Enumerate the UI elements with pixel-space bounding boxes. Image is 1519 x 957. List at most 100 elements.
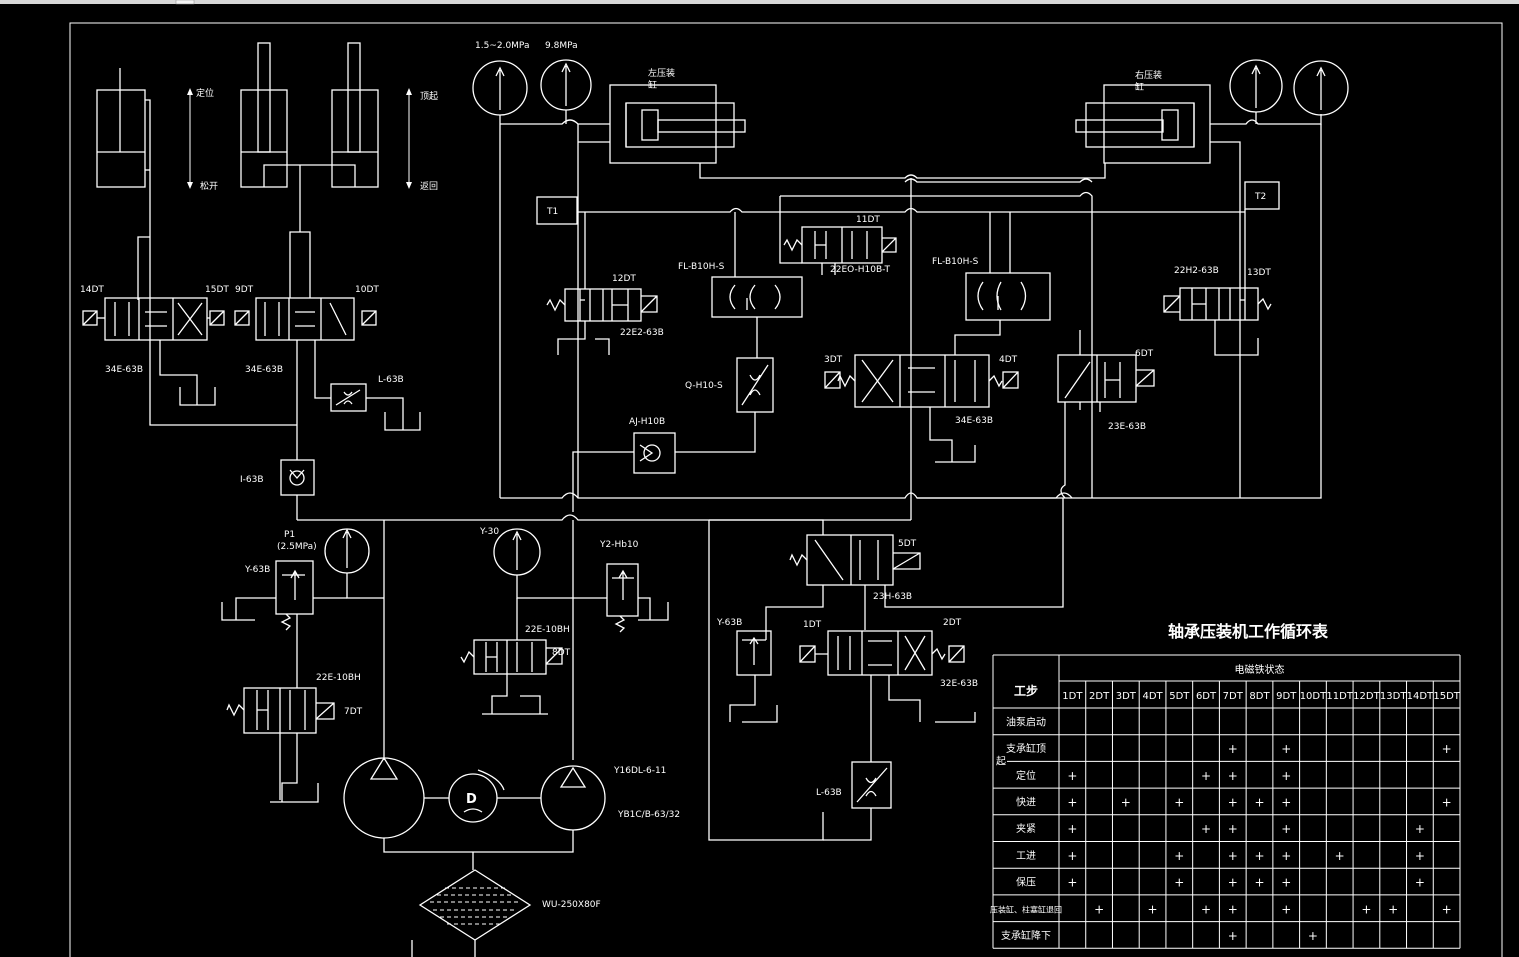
valve-23e-63b <box>1057 354 1155 403</box>
row-mark: + <box>1174 849 1184 863</box>
label-left-cyl-b: 缸 <box>648 79 657 91</box>
row-label: 定位 <box>1016 769 1036 782</box>
label-11dt: 11DT <box>856 215 880 225</box>
label-p-range: 1.5~2.0MPa <box>475 41 529 51</box>
valve-22e-10bh-8dt <box>460 639 563 675</box>
row-mark: + <box>1067 822 1077 836</box>
label-t2: T2 <box>1254 192 1266 202</box>
row-mark: + <box>1442 902 1452 916</box>
col-4dt: 4DT <box>1142 691 1163 702</box>
label-p1: P1 <box>284 530 295 540</box>
label-i63b: I-63B <box>240 475 264 485</box>
row-label: 油泵启动 <box>1006 715 1046 728</box>
row-mark: + <box>1361 902 1371 916</box>
row-mark: + <box>1067 795 1077 809</box>
label-22h2: 22H2-63B <box>1174 266 1219 276</box>
row-label-overflow: 起 <box>996 755 1006 767</box>
label-7dt: 7DT <box>344 707 363 717</box>
relief-valve-y63b-2 <box>736 630 772 676</box>
label-5dt: 5DT <box>898 539 917 549</box>
row-label: 支承缸降下 <box>1001 929 1051 942</box>
row-mark: + <box>1174 876 1184 890</box>
row-mark: + <box>1228 795 1238 809</box>
flow-valve-fl-right <box>965 272 1051 321</box>
label-y30: Y-30 <box>479 527 499 537</box>
label-right-cyl-a: 右压装 <box>1135 69 1162 81</box>
label-4dt: 4DT <box>999 355 1018 365</box>
label-fl2: FL-B10H-S <box>932 257 979 267</box>
filter <box>418 869 532 941</box>
label-10dt: 10DT <box>355 285 379 295</box>
label-13dt: 13DT <box>1247 268 1271 278</box>
relief-valve-y63b-1 <box>275 560 314 631</box>
pump-left <box>343 756 425 839</box>
row-label: 保压 <box>1016 876 1036 889</box>
row-mark: + <box>1442 795 1452 809</box>
relief-valve-y2 <box>606 563 639 633</box>
motor: D <box>448 769 505 823</box>
col-9dt: 9DT <box>1276 691 1297 702</box>
col-3dt: 3DT <box>1116 691 1137 702</box>
label-p-val: 9.8MPa <box>545 41 578 51</box>
col-6dt: 6DT <box>1196 691 1217 702</box>
valve-22eo <box>783 226 897 264</box>
row-mark: + <box>1067 769 1077 783</box>
pump-right <box>540 765 606 831</box>
col-14dt: 14DT <box>1407 691 1434 702</box>
row-mark: + <box>1201 769 1211 783</box>
label-right-cyl-b: 缸 <box>1135 81 1144 93</box>
row-mark: + <box>1254 849 1264 863</box>
row-mark: + <box>1281 795 1291 809</box>
valve-34e-2 <box>234 297 377 341</box>
label-2dt: 2DT <box>943 618 962 628</box>
label-32e: 32E-63B <box>940 679 978 689</box>
col-10dt: 10DT <box>1300 691 1327 702</box>
state-header: 电磁铁状态 <box>1235 663 1285 676</box>
label-22e-1: 22E-10BH <box>525 625 570 635</box>
table-title: 轴承压装机工作循环表 <box>1168 622 1329 641</box>
row-mark: + <box>1281 742 1291 756</box>
row-mark: + <box>1201 822 1211 836</box>
col-13dt: 13DT <box>1380 691 1407 702</box>
label-3dt: 3DT <box>824 355 843 365</box>
row-label: 压装缸、柱塞缸退回 <box>990 904 1062 914</box>
col-11dt: 11DT <box>1326 691 1353 702</box>
valve-22e2-63b <box>546 288 658 322</box>
label-22e2: 22E2-63B <box>620 328 664 338</box>
row-mark: + <box>1228 742 1238 756</box>
col-2dt: 2DT <box>1089 691 1110 702</box>
row-label: 快进 <box>1016 796 1036 808</box>
label-9dt: 9DT <box>235 285 254 295</box>
label-y63b-1: Y-63B <box>244 565 270 575</box>
label-1dt: 1DT <box>803 620 822 630</box>
row-label: 支承缸顶 <box>1006 742 1046 755</box>
flow-valve-fl-left <box>711 276 803 318</box>
valve-32e-63b <box>799 630 965 676</box>
label-aj: AJ-H10B <box>629 417 665 427</box>
row-mark: + <box>1335 849 1345 863</box>
label-15dt: 15DT <box>205 285 229 295</box>
valve-34e-1 <box>82 297 225 341</box>
row-mark: + <box>1174 795 1184 809</box>
col-1dt: 1DT <box>1062 691 1083 702</box>
label-left-cyl-a: 左压装 <box>648 67 675 79</box>
row-mark: + <box>1415 822 1425 836</box>
label-fl1: FL-B10H-S <box>678 262 725 272</box>
label-34e-3: 34E-63B <box>955 416 993 426</box>
row-mark: + <box>1228 849 1238 863</box>
label-8dt: 8DT <box>552 648 571 658</box>
label-y2: Y2-Hb10 <box>599 540 639 550</box>
valve-22e-10bh-7dt <box>226 687 335 734</box>
row-mark: + <box>1415 849 1425 863</box>
label-p1v: (2.5MPa) <box>277 542 317 552</box>
row-mark: + <box>1281 876 1291 890</box>
label-filter: WU-250X80F <box>542 900 601 910</box>
valve-23h-63b <box>789 534 921 586</box>
row-mark: + <box>1254 795 1264 809</box>
label-34e-2: 34E-63B <box>245 365 283 375</box>
col-5dt: 5DT <box>1169 691 1190 702</box>
row-mark: + <box>1067 849 1077 863</box>
row-mark: + <box>1308 929 1318 943</box>
label-23h: 23H-63B <box>873 592 912 602</box>
